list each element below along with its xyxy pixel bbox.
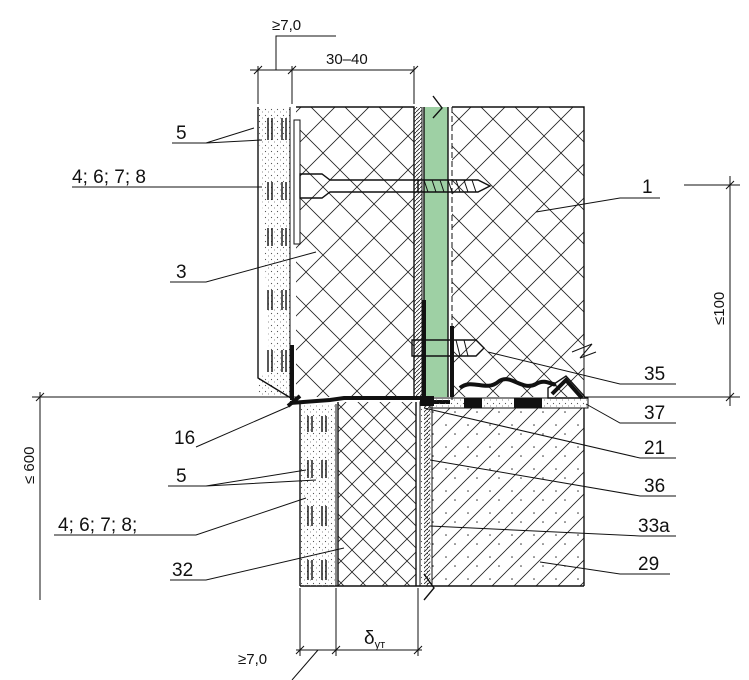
label-4678-top: 4; 6; 7; 8 [72, 167, 146, 188]
dim-insulation-thickness: δут [364, 628, 385, 651]
label-35: 35 [644, 364, 665, 385]
anchor-dowel [293, 119, 492, 245]
label-1: 1 [642, 177, 653, 198]
leader-lines [54, 127, 676, 581]
upper-wall-block [451, 106, 597, 400]
dimension-labels: ≥7,0 30–40 ≤100 ≤ 600 δут ≥7,0 [21, 17, 728, 668]
label-29: 29 [638, 554, 659, 575]
label-5-top: 5 [176, 123, 187, 144]
callout-labels: 5 4; 6; 7; 8 3 1 35 37 16 21 5 36 4; 6; … [58, 123, 670, 581]
lower-board [419, 401, 435, 601]
label-32: 32 [172, 560, 193, 581]
lower-wall-block [300, 408, 585, 587]
dim-top-min: ≥7,0 [272, 17, 301, 34]
label-21: 21 [644, 438, 665, 459]
dim-left-max: ≤ 600 [21, 447, 38, 484]
dim-bottom-min: ≥7,0 [238, 651, 267, 668]
label-16: 16 [174, 428, 195, 449]
upper-mesh-lines [267, 118, 287, 372]
dim-right-max: ≤100 [711, 292, 728, 325]
dim-insulation-subscript: ут [375, 639, 386, 651]
upper-plaster-layer [257, 107, 295, 401]
lower-insulation [337, 402, 417, 586]
dimension-lines [32, 35, 740, 680]
green-board [423, 95, 449, 397]
dim-top-range: 30–40 [326, 51, 368, 68]
label-5-bottom: 5 [176, 466, 187, 487]
label-37: 37 [644, 403, 665, 424]
label-33a: 33а [638, 516, 670, 537]
label-3: 3 [176, 262, 187, 283]
label-36: 36 [644, 476, 665, 497]
label-4678-bottom: 4; 6; 7; 8; [58, 515, 137, 536]
upper-insulation [296, 106, 423, 397]
lower-plaster-layer [299, 404, 337, 586]
cap-profile [286, 394, 434, 408]
